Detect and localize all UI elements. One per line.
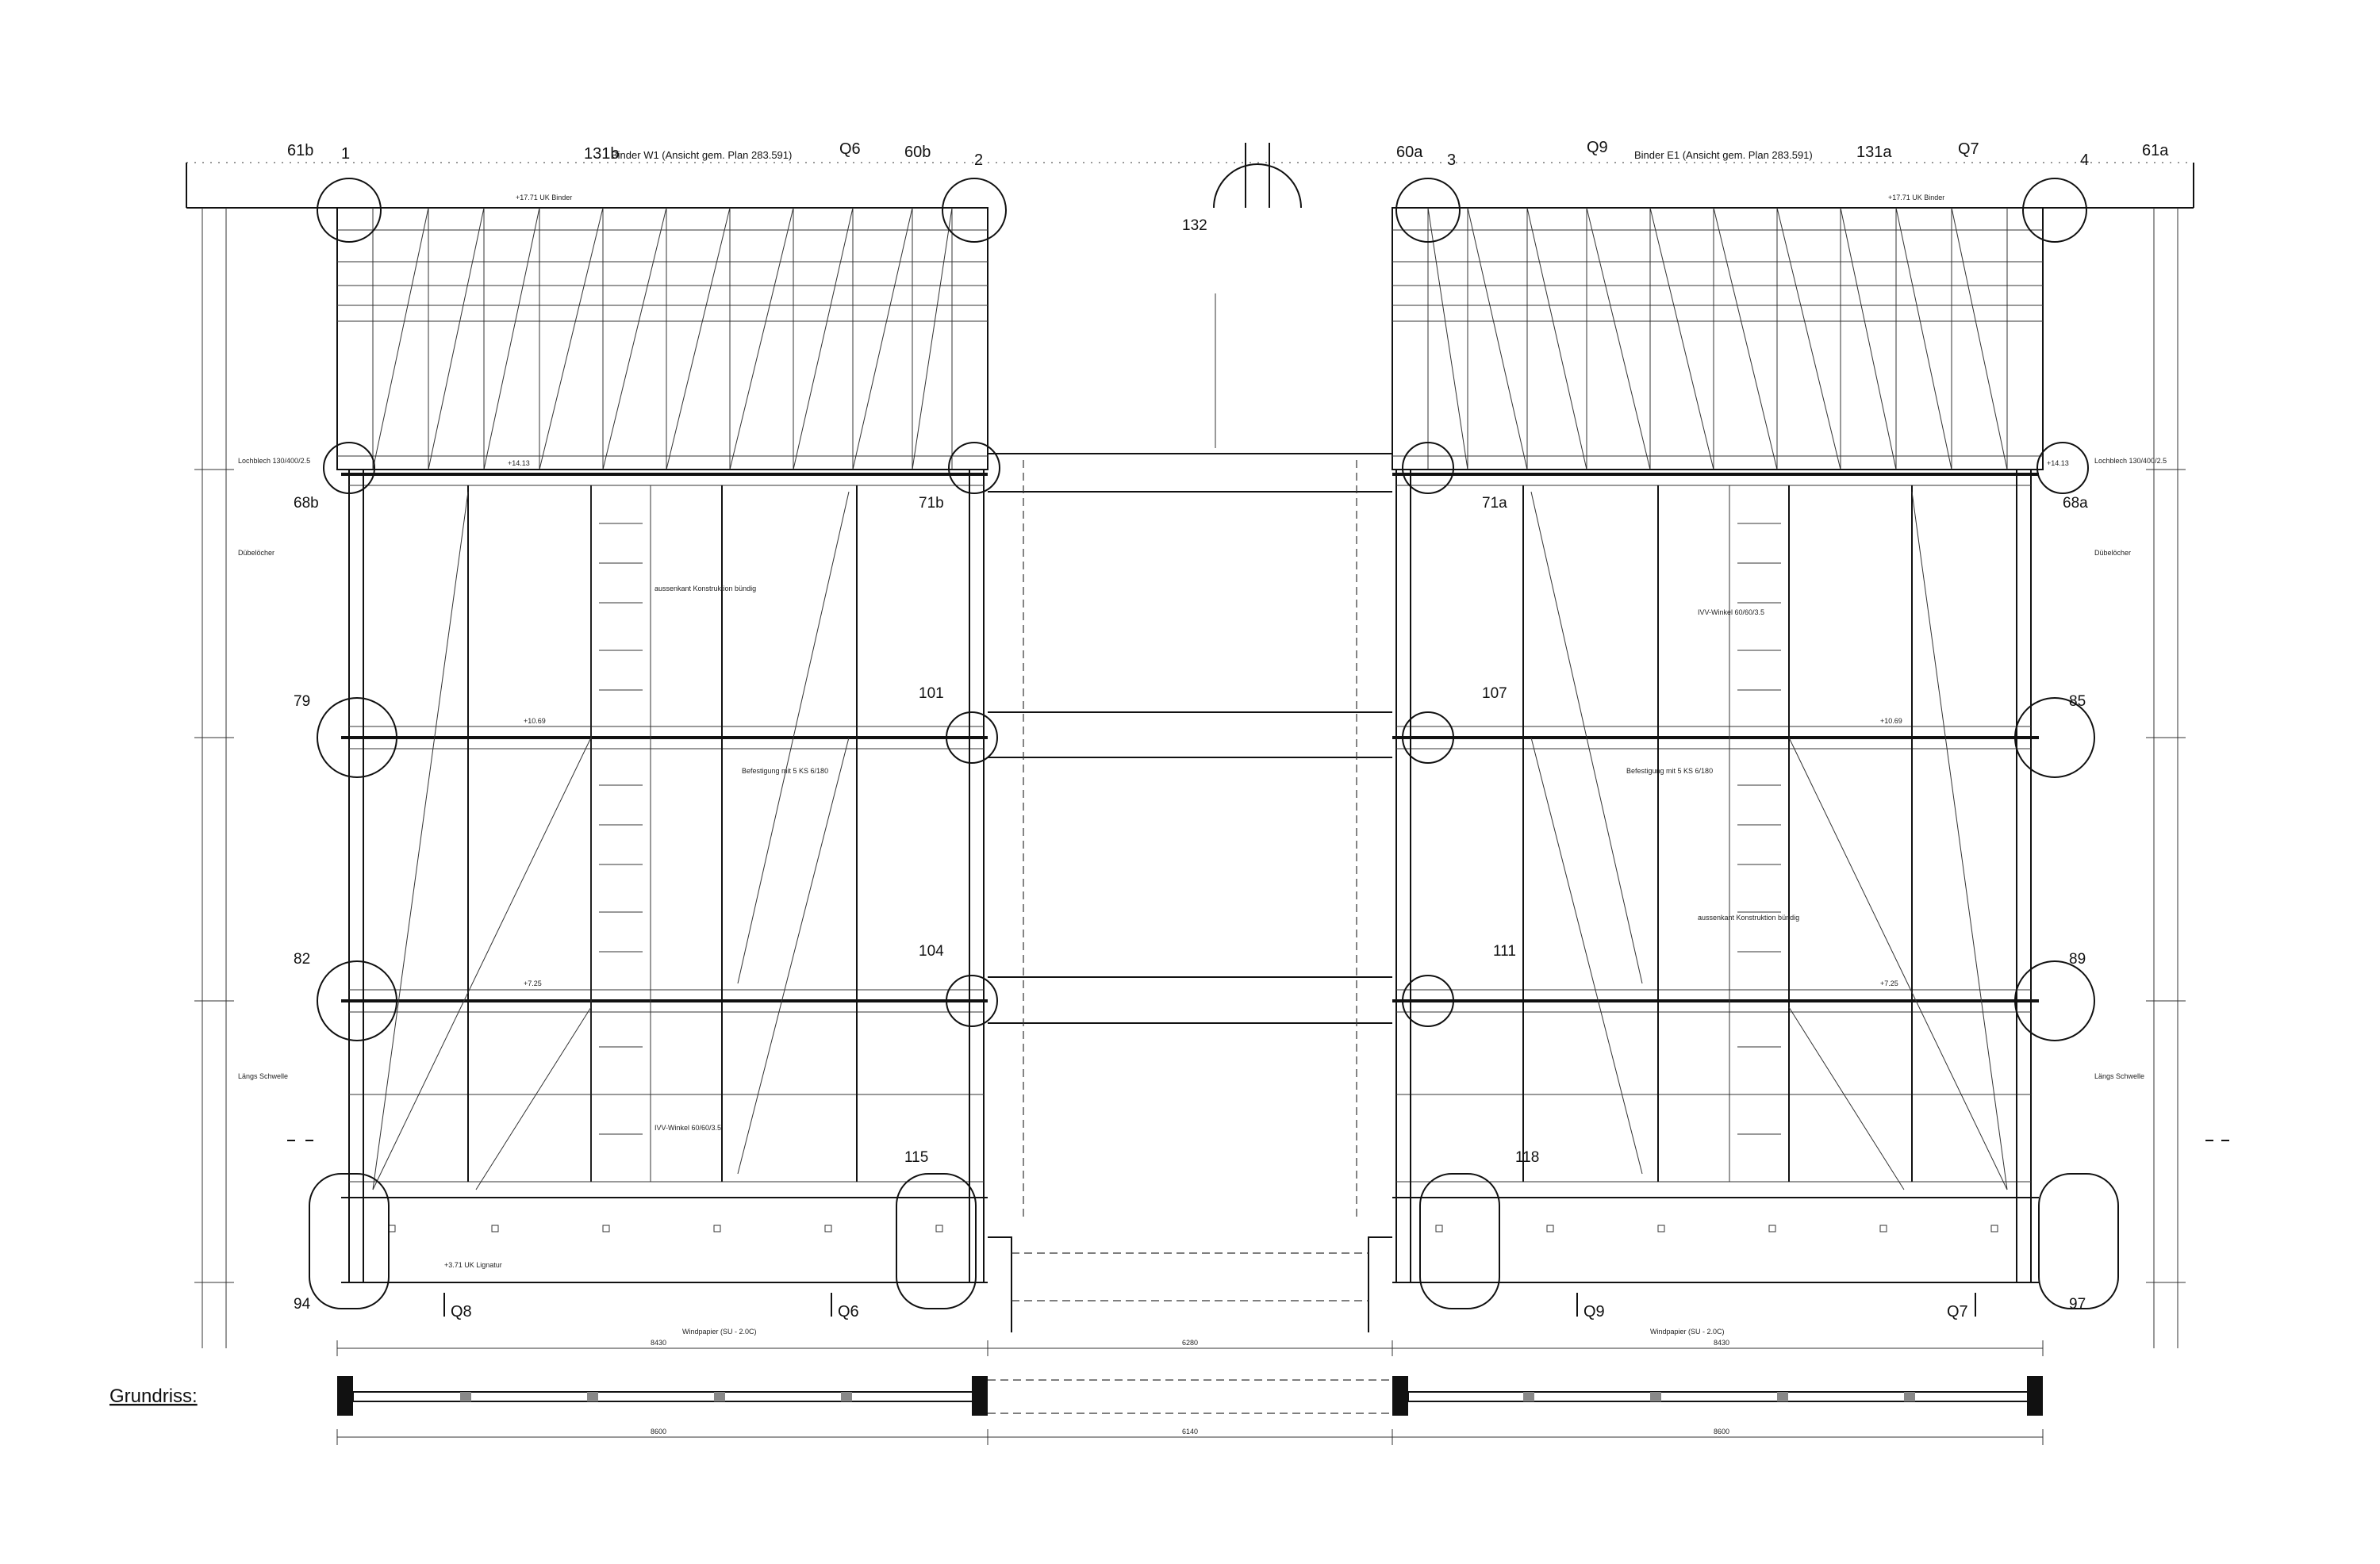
detail-circle-icon (309, 178, 2119, 1309)
axis-label: 1 (341, 145, 350, 163)
axis-label: 61b (287, 142, 313, 159)
axis-label: 4 (2080, 151, 2089, 169)
plan-strip: 8600 6140 8600 (336, 1376, 2044, 1445)
dimension: 8600 (1714, 1428, 1729, 1436)
section-label: Grundriss: (109, 1386, 198, 1407)
axis-label: 131a (1856, 144, 1892, 161)
note: Befestigung mit 5 KS 6/180 (742, 767, 828, 775)
level-label: +14.13 (508, 459, 530, 467)
node-labels: 68b 79 82 94 71b 101 104 115 71a 107 111… (294, 495, 2088, 1313)
node-label: 79 (294, 693, 310, 710)
level-label: +17.71 UK Binder (516, 194, 572, 201)
node-label: 82 (294, 951, 310, 968)
level-label: +14.13 (2047, 459, 2069, 467)
central-corridor (988, 453, 1392, 1332)
node-label: 89 (2069, 951, 2086, 968)
node-label: 97 (2069, 1296, 2086, 1313)
node-label: 118 (1515, 1149, 1539, 1166)
note: Windpapier (SU - 2.0C) (682, 1328, 757, 1336)
note: aussenkant Konstruktion bündig (1698, 914, 1799, 922)
node-label: 71b (919, 495, 944, 512)
level-label: +7.25 (1880, 979, 1898, 987)
axis-label: 60a (1396, 144, 1423, 161)
note: IVV-Winkel 60/60/3.5 (1698, 608, 1764, 616)
title-right: Binder E1 (Ansicht gem. Plan 283.591) (1634, 149, 1813, 161)
level-label: +10.69 (524, 717, 546, 725)
dimension: 8430 (1714, 1339, 1729, 1347)
annotations: Lochblech 130/400/2.5 Lochblech 130/400/… (238, 457, 2167, 1336)
axis-label: Q6 (839, 140, 861, 158)
axis-label: Q8 (451, 1303, 472, 1321)
node-label: 94 (294, 1296, 311, 1313)
axis-label: Q9 (1583, 1303, 1605, 1321)
axis-label: Q7 (1958, 140, 1979, 158)
center-detail-circle-icon (1213, 143, 1302, 209)
node-label: 68a (2063, 495, 2088, 512)
node-label: 71a (1482, 495, 1507, 512)
node-label: 68b (294, 495, 319, 512)
note: Windpapier (SU - 2.0C) (1650, 1328, 1725, 1336)
note: aussenkant Konstruktion bündig (654, 585, 756, 592)
axis-label: 60b (904, 144, 931, 161)
level-label: +10.69 (1880, 717, 1902, 725)
note: Lochblech 130/400/2.5 (238, 457, 310, 465)
axis-label: 3 (1447, 151, 1456, 169)
top-axis-labels: 61b 1 131b Q6 60b 2 60a 3 Q9 131a Q7 4 6… (287, 139, 2169, 169)
node-label: 85 (2069, 693, 2086, 710)
node-label: 101 (919, 685, 944, 702)
note: Dübelöcher (238, 549, 274, 557)
dimension: 8430 (651, 1339, 666, 1347)
right-structure (1392, 207, 2044, 1283)
title-left: Binder W1 (Ansicht gem. Plan 283.591) (611, 149, 792, 161)
dimension: 6140 (1182, 1428, 1198, 1436)
note: Befestigung mit 5 KS 6/180 (1626, 767, 1713, 775)
side-dimension-chains (194, 208, 2186, 1348)
level-label: +7.25 (524, 979, 542, 987)
node-label: 115 (904, 1149, 928, 1166)
bottom-axis-labels: Q8 Q6 Q9 Q7 (443, 1293, 1976, 1321)
note: Dübelöcher (2094, 549, 2131, 557)
level-markers: +14.13 +10.69 +7.25 +3.71 UK Lignatur +1… (444, 194, 2069, 1269)
axis-label: Q7 (1947, 1303, 1968, 1321)
axis-label: 2 (974, 151, 983, 169)
node-label: 111 (1493, 943, 1516, 960)
note: Lochblech 130/400/2.5 (2094, 457, 2167, 465)
axis-label: Q9 (1587, 139, 1608, 156)
axis-label: 61a (2142, 142, 2169, 159)
dimension: 6280 (1182, 1339, 1198, 1347)
left-structure (336, 207, 988, 1283)
node-label: 104 (919, 943, 944, 960)
level-label: +17.71 UK Binder (1888, 194, 1944, 201)
node-label: 107 (1482, 685, 1507, 702)
axis-label: Q6 (838, 1303, 859, 1321)
center-label: 132 (1182, 217, 1207, 234)
note: IVV-Winkel 60/60/3.5 (654, 1124, 721, 1132)
dimension: 8600 (651, 1428, 666, 1436)
note: Längs Schwelle (238, 1072, 288, 1080)
dimension-line: 8430 6280 8430 (336, 1339, 2044, 1356)
level-label: +3.71 UK Lignatur (444, 1261, 502, 1269)
note: Längs Schwelle (2094, 1072, 2144, 1080)
axis-label: 131b (584, 145, 620, 163)
